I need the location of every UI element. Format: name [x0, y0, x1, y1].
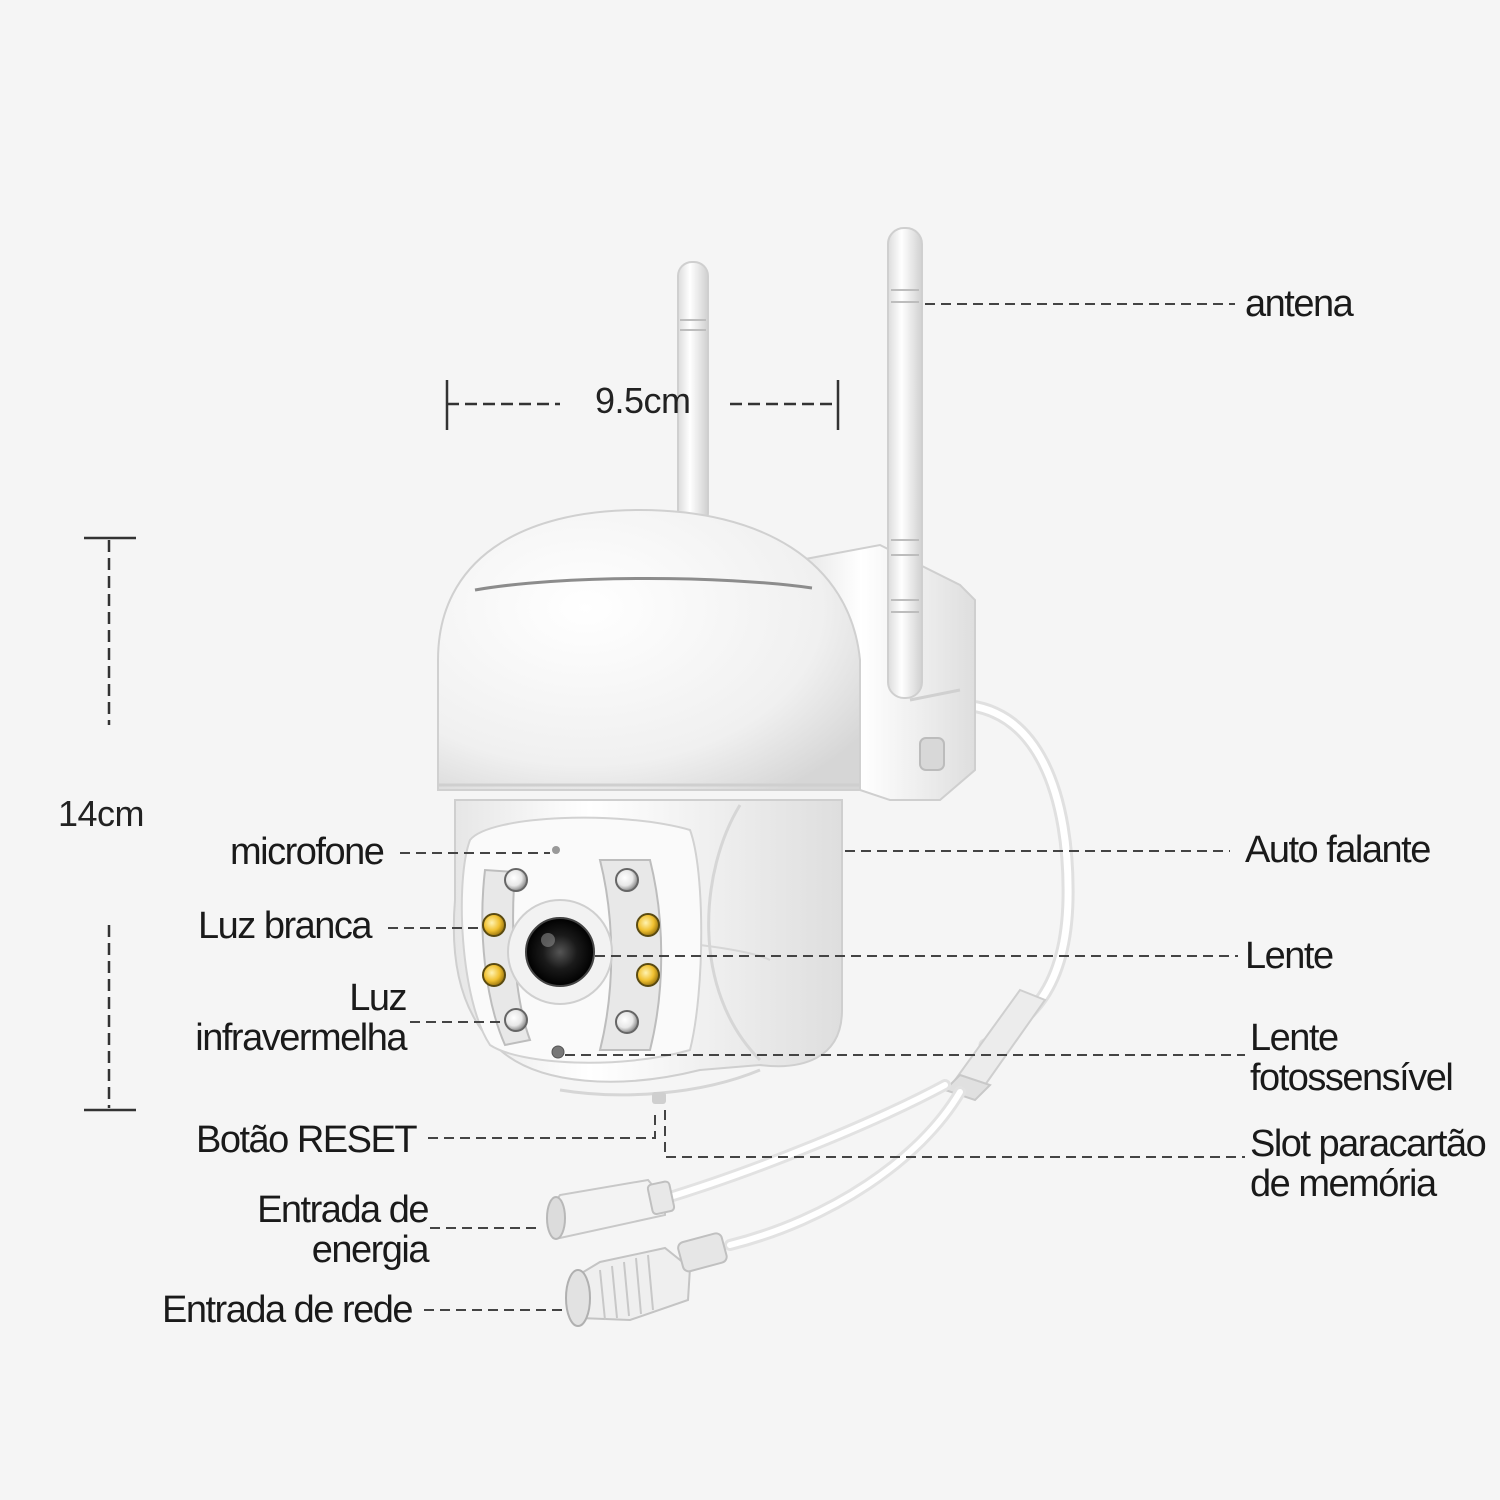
- infrared-led: [636, 913, 660, 937]
- label-infrared-line2: infravermelha: [195, 1017, 407, 1059]
- infrared-led: [482, 963, 506, 987]
- power-connector: [546, 1178, 676, 1240]
- label-memory-card-slot: Slot paracartão de memória: [1250, 1123, 1487, 1205]
- power-cable: [654, 1079, 951, 1206]
- camera-illustration: [437, 227, 1075, 1327]
- label-photosensitive-line2: fotossensível: [1250, 1057, 1454, 1099]
- label-photosensitive-line1: Lente: [1250, 1017, 1339, 1059]
- label-memory-line1: Slot paracartão: [1250, 1123, 1487, 1165]
- label-infrared-line1: Luz: [349, 977, 407, 1019]
- label-microphone: microfone: [230, 831, 385, 873]
- width-dimension-label: 9.5cm: [595, 380, 691, 421]
- microphone-hole: [552, 846, 560, 854]
- label-photosensitive-lens: Lente fotossensível: [1250, 1017, 1454, 1099]
- infrared-led: [636, 963, 660, 987]
- reset-hole: [652, 1092, 666, 1104]
- label-antenna: antena: [1245, 283, 1354, 325]
- white-led: [615, 1010, 639, 1034]
- cable-splitter: [943, 988, 1047, 1102]
- label-infrared-light: Luz infravermelha: [170, 977, 407, 1059]
- label-power-line1: Entrada de: [257, 1189, 429, 1231]
- height-dimension: [84, 536, 136, 1112]
- height-dimension-label: 14cm: [58, 793, 145, 834]
- white-led: [615, 868, 639, 892]
- camera-body: [452, 799, 843, 1104]
- lens: [525, 917, 595, 987]
- label-power-line2: energia: [311, 1229, 430, 1271]
- label-memory-line2: de memória: [1250, 1163, 1437, 1205]
- label-network-input: Entrada de rede: [162, 1289, 414, 1331]
- infrared-led: [482, 913, 506, 937]
- white-led: [504, 868, 528, 892]
- dome-cap: [437, 508, 861, 791]
- label-speaker: Auto falante: [1245, 829, 1431, 871]
- label-lens: Lente: [1245, 935, 1334, 977]
- leader-lines: [388, 303, 1245, 1311]
- photosensor: [551, 1045, 565, 1059]
- white-led: [504, 1008, 528, 1032]
- width-dimension: [445, 380, 840, 430]
- label-white-light: Luz branca: [198, 905, 373, 947]
- label-power-input: Entrada de energia: [200, 1189, 430, 1271]
- antenna-front: [887, 227, 923, 699]
- network-connector: [565, 1232, 728, 1327]
- leader-reset: [428, 1110, 656, 1139]
- label-reset-button: Botão RESET: [196, 1119, 418, 1161]
- leader-memory-slot: [664, 1110, 1245, 1158]
